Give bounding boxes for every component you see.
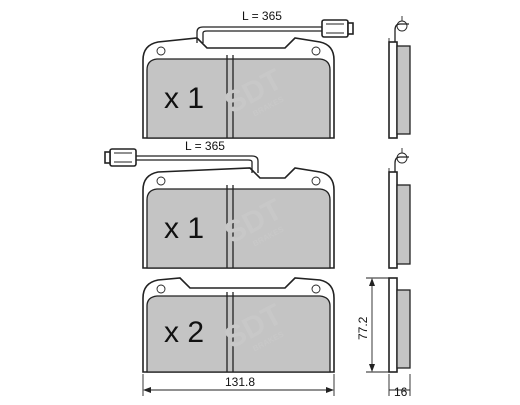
side-profile-2-sensor xyxy=(394,156,409,172)
width-dimension-label: 131.8 xyxy=(225,375,255,389)
pad-1-friction-material xyxy=(146,58,331,139)
height-dimension-label: 77.2 xyxy=(356,316,370,340)
width-dimension: 131.8 xyxy=(142,374,335,396)
pad-1-mount-hole-right xyxy=(311,46,321,56)
pad-2-friction-material xyxy=(146,188,331,269)
pad-1-sensor-connector xyxy=(321,19,354,38)
side-profile-1-friction xyxy=(396,45,411,135)
brake-pad-3: SDT BRAKES x 2 xyxy=(142,277,335,373)
pad-2-sensor-wire xyxy=(136,155,259,173)
brake-pad-2: SDT BRAKES x 1 L = 365 xyxy=(104,139,335,269)
side-profile-2-sensor-clip xyxy=(396,152,408,164)
pad-1-mount-hole-left xyxy=(156,46,166,56)
pad-2-sensor-connector xyxy=(104,148,137,167)
pad-3-quantity-label: x 2 xyxy=(164,316,204,349)
pad-2-mount-hole-right xyxy=(311,176,321,186)
thickness-dimension: 16 xyxy=(388,374,411,399)
height-dimension: 77.2 xyxy=(356,277,389,373)
brake-pad-1: SDT BRAKES x 1 L = 365 xyxy=(142,9,354,139)
pad-3-friction-material xyxy=(146,295,331,373)
side-profile-3-friction xyxy=(396,289,411,369)
side-profile-3 xyxy=(388,277,411,373)
side-profile-2 xyxy=(388,148,411,269)
side-profile-1 xyxy=(388,16,411,139)
pad-1-wire-length-label: L = 365 xyxy=(242,9,282,23)
pad-1-sensor-wire-inner xyxy=(202,30,322,43)
pad-1-sensor-wire xyxy=(196,26,322,43)
pad-2-wire-length-label: L = 365 xyxy=(185,139,225,153)
pad-2-sensor-wire-inner xyxy=(136,159,253,173)
pad-2-mount-hole-left xyxy=(156,176,166,186)
side-profile-2-backing xyxy=(388,171,398,269)
side-profile-1-backing xyxy=(388,41,398,139)
side-profile-1-sensor-clip xyxy=(396,20,408,32)
pad-1-quantity-label: x 1 xyxy=(164,82,204,115)
side-profile-3-backing xyxy=(388,277,398,373)
thickness-dimension-label: 16 xyxy=(394,385,408,399)
pad-2-quantity-label: x 1 xyxy=(164,212,204,245)
side-profile-1-sensor xyxy=(394,23,409,42)
pad-3-mount-hole-left xyxy=(156,284,166,294)
pad-3-mount-hole-right xyxy=(311,284,321,294)
side-profile-2-friction xyxy=(396,184,411,265)
